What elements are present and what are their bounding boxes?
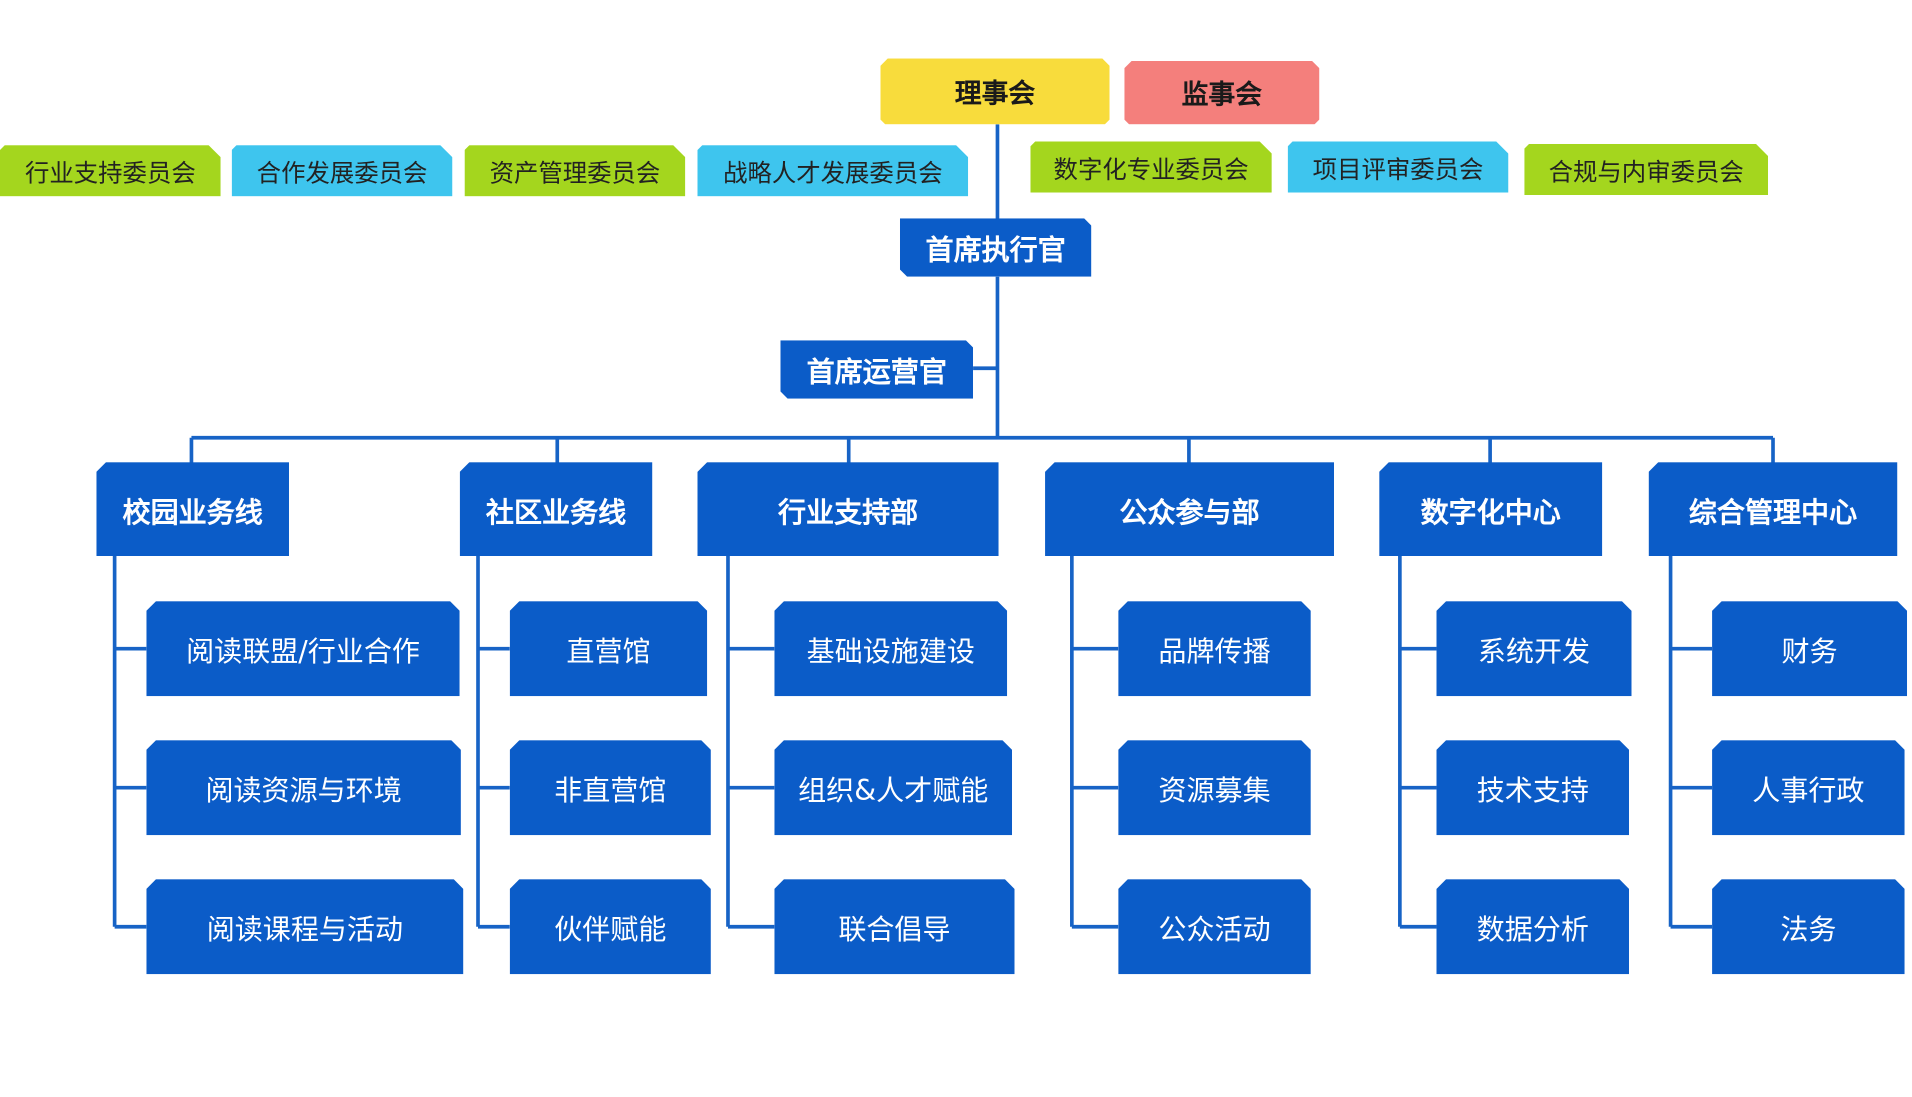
unit-partner-empowerment: 伙伴赋能 [510,879,711,974]
unit-joint-advocacy: 联合倡导 [774,879,1014,974]
coo-box: 首席运营官 [780,340,973,399]
committee-project-review: 项目评审委员会 [1288,141,1509,192]
unit-brand-communication: 品牌传播 [1118,601,1311,696]
unit-technical-support: 技术支持 [1436,740,1629,835]
dept-community: 社区业务线 [459,462,653,557]
unit-infrastructure: 基础设施建设 [774,601,1007,696]
unit-direct-libraries: 直营馆 [510,601,708,696]
committee-asset-management: 资产管理委员会 [465,145,686,196]
dept-digital-center: 数字化中心 [1379,462,1603,557]
unit-non-direct-libraries: 非直营馆 [510,740,711,835]
unit-fundraising: 资源募集 [1118,740,1311,835]
supervisory-board-box: 监事会 [1124,61,1319,124]
unit-reading-resources: 阅读资源与环境 [146,740,461,835]
unit-system-development: 系统开发 [1436,601,1631,696]
unit-finance: 财务 [1712,601,1907,696]
committee-strategic-talent: 战略人才发展委员会 [697,145,968,196]
dept-public-engagement: 公众参与部 [1045,462,1335,557]
unit-data-analysis: 数据分析 [1436,879,1629,974]
committee-cooperation-development: 合作发展委员会 [232,145,453,196]
committee-compliance-audit: 合规与内审委员会 [1524,144,1768,195]
unit-hr-admin: 人事行政 [1712,740,1905,835]
committee-industry-support: 行业支持委员会 [0,145,221,196]
unit-public-activities: 公众活动 [1118,879,1311,974]
ceo-box: 首席执行官 [900,218,1091,277]
dept-general-management: 综合管理中心 [1648,462,1898,557]
committee-digital: 数字化专业委员会 [1030,141,1271,192]
unit-org-talent: 组织&人才赋能 [774,740,1012,835]
unit-reading-alliance: 阅读联盟/行业合作 [146,601,459,696]
dept-campus: 校园业务线 [96,462,289,557]
board-box: 理事会 [880,59,1109,125]
dept-industry-support: 行业支持部 [697,462,999,557]
unit-legal: 法务 [1712,879,1905,974]
unit-reading-courses: 阅读课程与活动 [146,879,463,974]
